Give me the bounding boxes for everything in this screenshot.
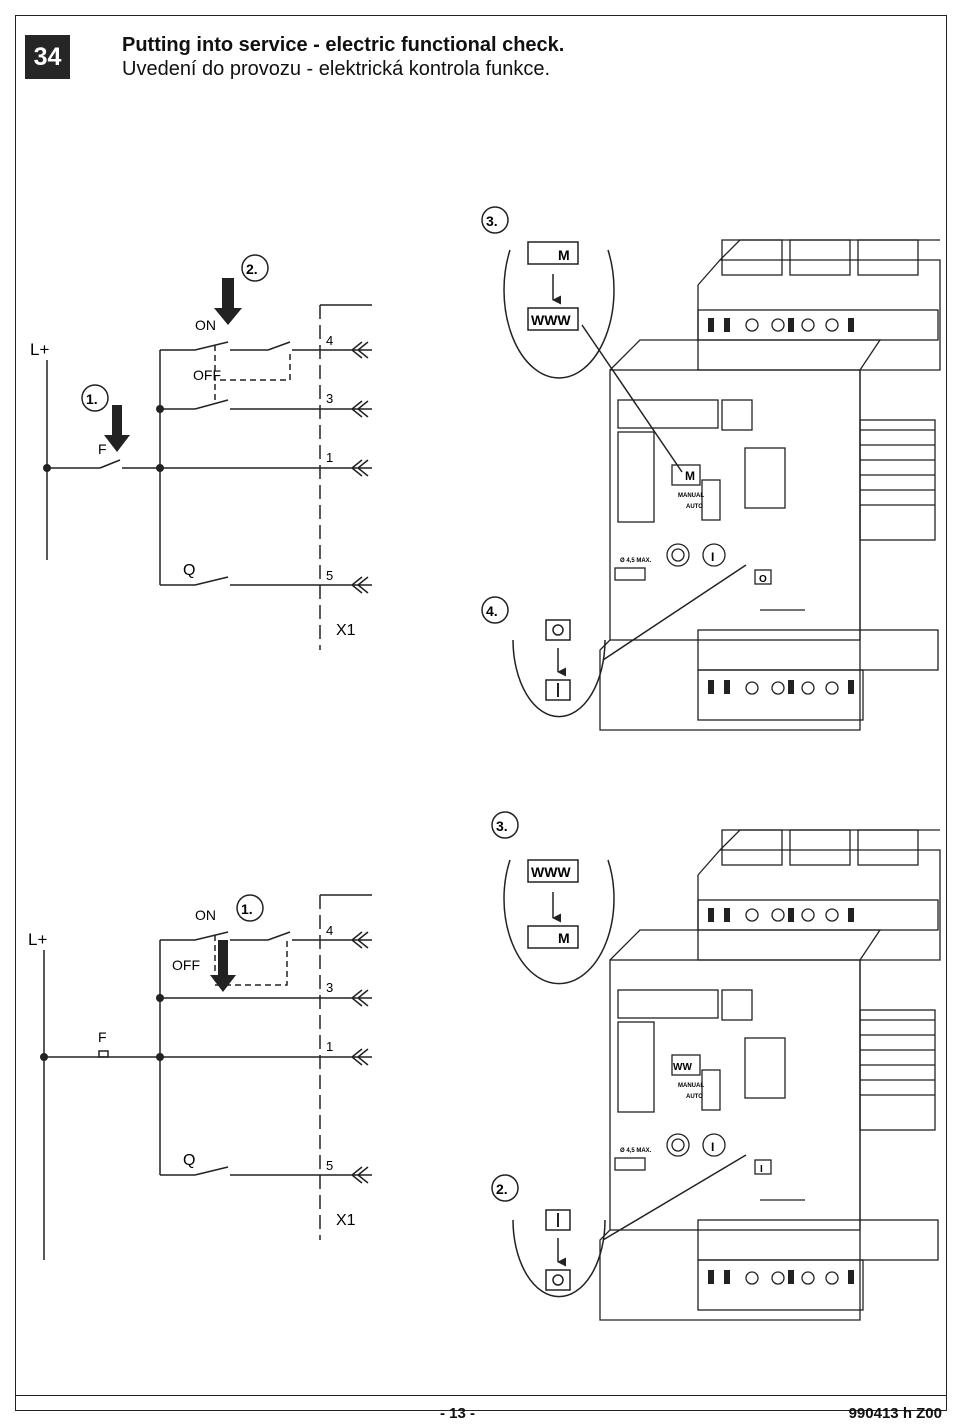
step-label: 1.: [86, 391, 98, 407]
document-code: 990413 h Z00: [848, 1405, 942, 1422]
label-q: Q: [183, 1152, 195, 1169]
off-symbol-icon: [552, 1274, 564, 1286]
terminal-label: 1: [326, 1039, 333, 1054]
spring-icon: WWW: [531, 312, 571, 328]
figure-top: L+ ON OFF F Q 4 3 1 5 X1 1. 2. 3. 4. M W…: [30, 206, 941, 731]
footer-divider: [15, 1395, 947, 1396]
terminal-label: 4: [326, 333, 333, 348]
breaker-terminals: [708, 908, 854, 1284]
breaker-device: [599, 829, 941, 1321]
step-label: 3.: [496, 818, 508, 834]
spring-icon: WW: [673, 1062, 692, 1073]
terminal-label: 5: [326, 1158, 333, 1173]
label-on: ON: [195, 317, 216, 333]
label-hole: Ø 4,5 MAX.: [620, 1148, 652, 1154]
terminal-label: 5: [326, 568, 333, 583]
label-on: ON: [195, 907, 216, 923]
terminal-label: 4: [326, 923, 333, 938]
spring-icon: M: [685, 469, 695, 483]
breaker-terminals: [708, 318, 854, 694]
label-hole: Ø 4,5 MAX.: [620, 558, 652, 564]
arrow-f-icon: [104, 405, 130, 452]
label-f: F: [98, 441, 107, 457]
label-off: OFF: [193, 367, 221, 383]
label-supply: L+: [30, 340, 49, 359]
spring-icon: M: [558, 930, 570, 946]
step-label: 2.: [496, 1181, 508, 1197]
label-connector: X1: [336, 622, 356, 639]
step-label: 3.: [486, 213, 498, 229]
breaker-device: [599, 239, 941, 731]
page-frame: [15, 15, 947, 1411]
arrow-off-icon: [210, 940, 236, 992]
on-symbol-icon: I: [711, 1140, 714, 1154]
label-auto: AUTO: [686, 1094, 703, 1100]
step-label: 4.: [486, 603, 498, 619]
spring-icon: M: [558, 247, 570, 263]
section-badge: 34: [25, 35, 70, 79]
terminal-label: 1: [326, 450, 333, 465]
label-manual: MANUAL: [678, 1083, 704, 1089]
spring-icon: WWW: [531, 864, 571, 880]
off-symbol-icon: O: [759, 574, 767, 585]
label-supply: L+: [28, 930, 47, 949]
title-english: Putting into service - electric function…: [122, 34, 565, 56]
label-f: F: [98, 1029, 107, 1045]
on-symbol-icon: I: [760, 1164, 763, 1175]
title-czech: Uvedení do provozu - elektrická kontrola…: [122, 58, 550, 80]
arrow-on-icon: [214, 278, 242, 325]
label-connector: X1: [336, 1212, 356, 1229]
terminal-label: 3: [326, 980, 333, 995]
terminal-label: 3: [326, 391, 333, 406]
off-symbol-icon: [552, 624, 564, 636]
figure-bottom: L+ ON OFF F Q 4 3 1 5 X1 1. 3. 2. WWW M: [28, 811, 941, 1321]
page-number: - 13 -: [440, 1405, 476, 1422]
on-symbol-icon: I: [711, 550, 714, 564]
step-label: 1.: [241, 901, 253, 917]
label-auto: AUTO: [686, 504, 703, 510]
label-q: Q: [183, 562, 195, 579]
label-manual: MANUAL: [678, 493, 704, 499]
label-off: OFF: [172, 957, 200, 973]
step-label: 2.: [246, 261, 258, 277]
